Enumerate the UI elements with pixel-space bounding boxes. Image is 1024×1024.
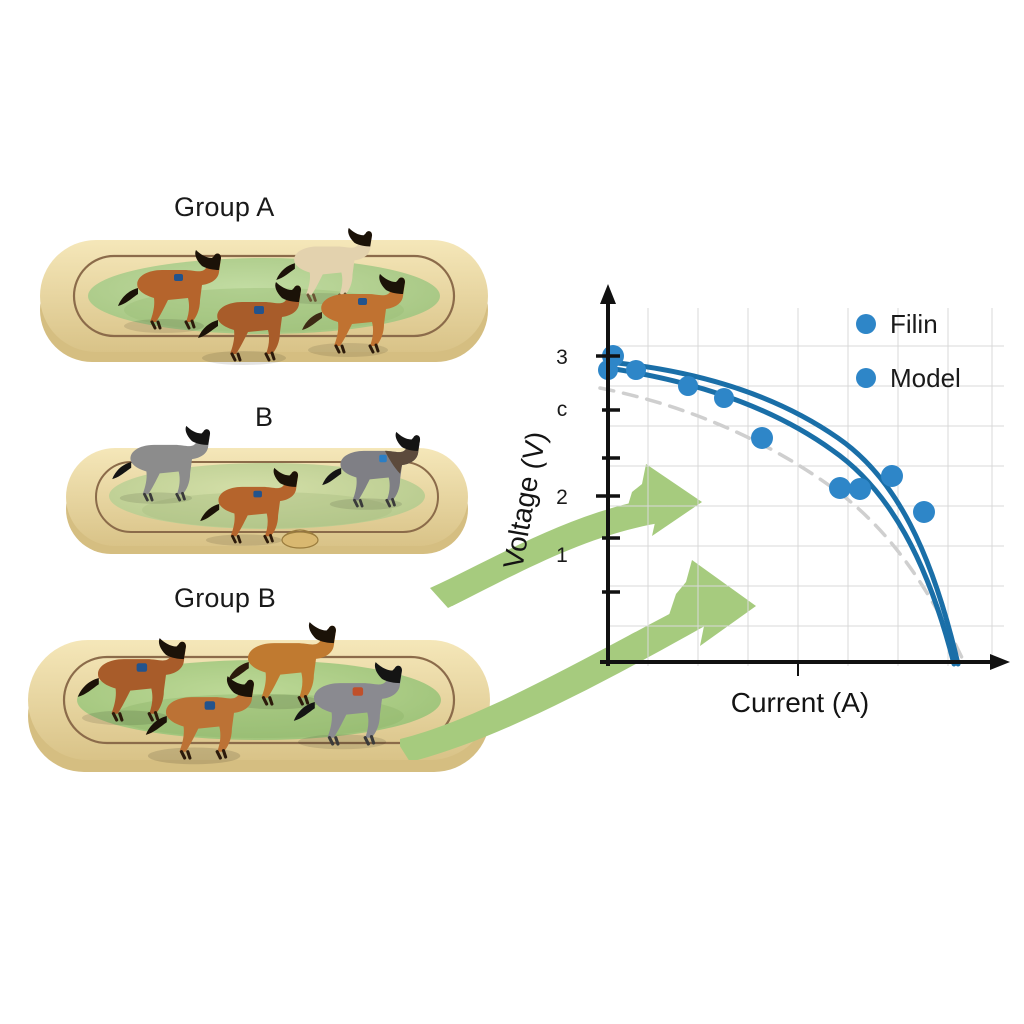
legend-marker-model — [856, 368, 876, 388]
transition-arrow-lower — [400, 560, 756, 760]
model-curve-upper — [605, 359, 961, 667]
horse — [302, 274, 405, 357]
y-tick-label: c — [557, 398, 568, 421]
y-axis-arrowhead — [600, 284, 616, 304]
data-point — [881, 465, 903, 487]
data-point — [849, 478, 871, 500]
iv-curve-chart: 3 c 2 1 Voltage (V) Current (A) Filin Mo… — [497, 284, 1010, 718]
chart-legend: Filin Model — [856, 309, 961, 393]
data-points — [598, 345, 935, 523]
horse — [200, 467, 299, 546]
track-mid-label: B — [255, 402, 274, 432]
legend-marker-filin — [856, 314, 876, 334]
data-point — [829, 477, 851, 499]
horse — [112, 425, 211, 504]
x-axis-title: Current (A) — [731, 687, 869, 718]
y-tick-label: 1 — [556, 544, 568, 567]
legend-label-filin: Filin — [890, 309, 938, 339]
track-mid — [62, 418, 482, 578]
data-point — [913, 501, 935, 523]
model-curve-lower — [605, 365, 957, 667]
horse — [227, 622, 336, 710]
track-a-horses — [118, 227, 405, 365]
track-b-label: Group B — [174, 583, 276, 613]
track-a-label: Group A — [174, 192, 275, 222]
hay-bale — [281, 529, 319, 549]
horse — [118, 250, 221, 333]
horse — [145, 676, 254, 765]
horse — [293, 662, 402, 750]
track-mid-horses — [112, 425, 421, 549]
track-b — [20, 612, 520, 812]
data-point — [714, 388, 734, 408]
y-axis-ticks — [596, 354, 620, 594]
horse — [198, 282, 301, 365]
y-tick-label: 2 — [556, 486, 568, 509]
legend-label-model: Model — [890, 363, 961, 393]
data-point — [626, 360, 646, 380]
y-tick-label: 3 — [556, 346, 568, 369]
y-axis-title: Voltage (V) — [497, 429, 552, 571]
horse — [77, 638, 186, 726]
track-a — [34, 222, 504, 402]
x-axis-arrowhead — [990, 654, 1010, 670]
data-point — [678, 376, 698, 396]
horse — [322, 431, 421, 510]
track-b-horses — [77, 622, 402, 765]
data-point — [751, 427, 773, 449]
